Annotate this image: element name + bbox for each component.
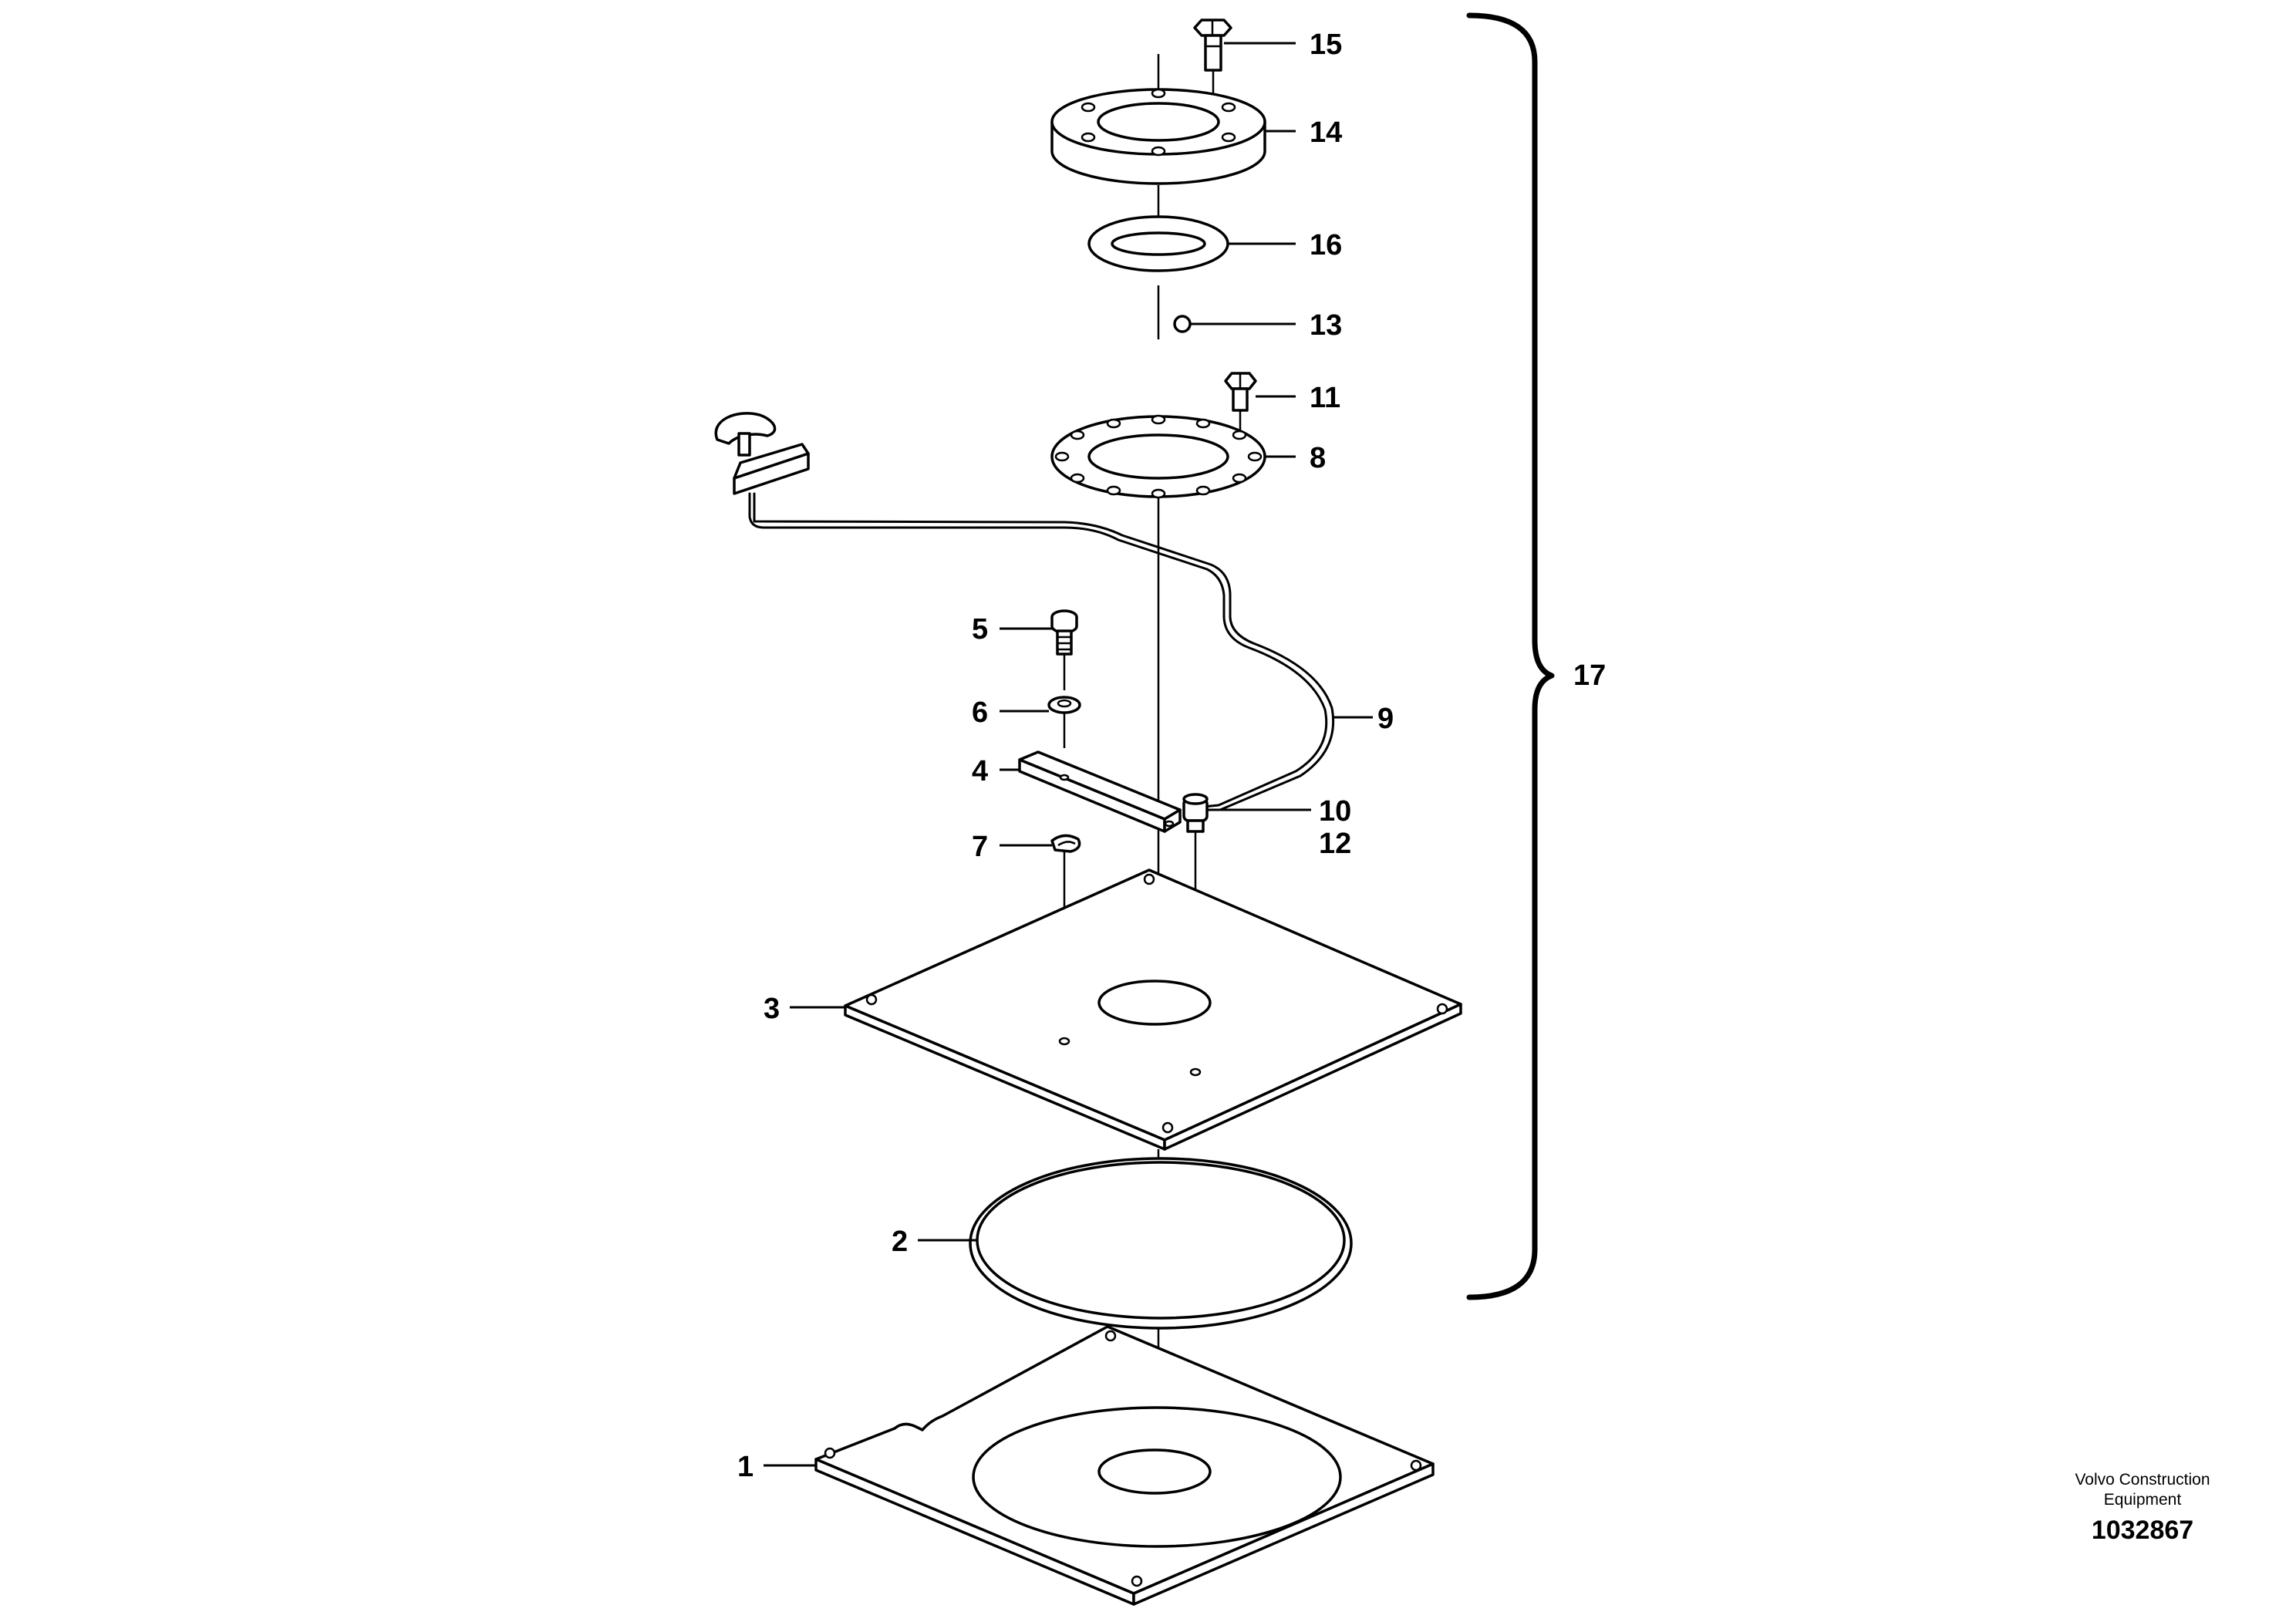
footer: Volvo Construction Equipment 1032867 [2075,1471,2210,1545]
drawing-number: 1032867 [2092,1516,2193,1545]
part-5-bolt [1050,609,1078,690]
callout-4: 4 [972,755,988,787]
part-8-bolt-ring [1050,414,1266,499]
part-11-bolt [1224,372,1257,432]
callout-10: 10 [1319,795,1351,828]
callout-15: 15 [1310,29,1342,61]
callout-16: 16 [1310,229,1342,261]
part-4-bar [1018,750,1182,833]
callout-labels: 15 14 16 13 11 8 9 10 12 17 5 6 4 7 3 2 … [737,29,1606,1483]
callout-5: 5 [972,613,988,646]
callout-12: 12 [1319,828,1351,860]
part-1-base-plate [814,1325,1435,1606]
callout-17: 17 [1573,659,1606,692]
part-6-washer [1047,696,1081,748]
part-3-plate [844,868,1462,1151]
part-15-bolt [1193,19,1232,96]
part-14-flange [1050,88,1266,185]
callout-9: 9 [1377,703,1394,735]
part-16-seal-ring [1087,215,1229,272]
callout-2: 2 [892,1226,908,1258]
callout-8: 8 [1310,442,1326,474]
callout-11: 11 [1310,382,1340,414]
callout-6: 6 [972,696,988,729]
part-2-o-ring [969,1157,1353,1330]
callout-1: 1 [737,1451,754,1483]
callout-7: 7 [972,831,988,863]
leader-lines [764,42,1373,1467]
group-brace [1466,12,1555,1300]
callout-14: 14 [1310,116,1342,149]
callout-3: 3 [764,993,780,1025]
callout-13: 13 [1310,309,1342,342]
part-13-ball [1173,315,1192,333]
company-name-line2: Equipment [2104,1491,2182,1509]
part-9-sender-cable [714,412,1335,811]
company-name-line1: Volvo Construction [2075,1471,2210,1489]
